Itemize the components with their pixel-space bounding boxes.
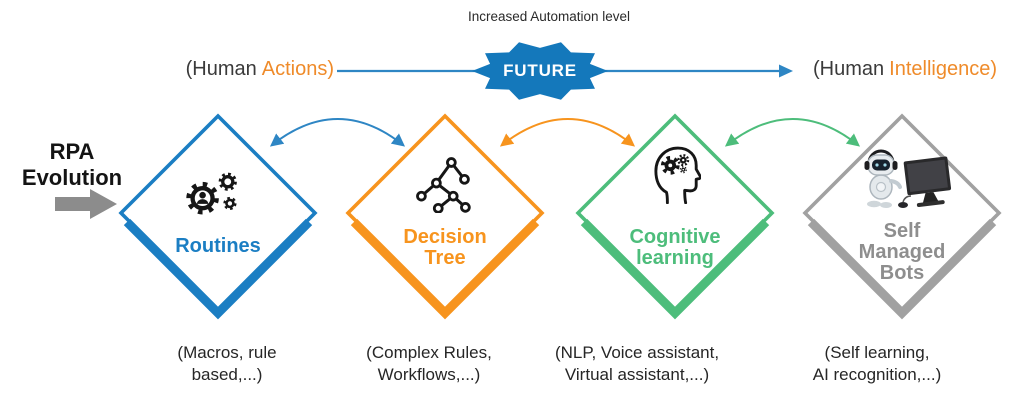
decision-tree-diamond xyxy=(345,113,545,320)
stage-label: Self Managed Bots xyxy=(802,221,1002,284)
head-gears-icon xyxy=(653,144,702,205)
human-intelligence-orange-text: Intelligence) xyxy=(889,58,997,80)
future-badge: FUTURE xyxy=(472,39,608,103)
diamond-shadow-edge xyxy=(580,218,770,320)
human-actions-black-text: (Human xyxy=(185,58,257,80)
robot-computer-icon xyxy=(856,149,960,209)
stage-caption-self-managed: (Self learning, AI recognition,...) xyxy=(747,342,1007,386)
stage-label-line: Cognitive xyxy=(629,226,721,248)
stage-caption-routines: (Macros, rule based,...) xyxy=(97,342,357,386)
caption-line: Virtual assistant,...) xyxy=(564,365,710,385)
caption-line: (Self learning, xyxy=(824,343,930,362)
automation-axis-arrowhead xyxy=(779,64,793,78)
stage-self-managed-bots: Self Managed Bots xyxy=(796,109,1008,321)
rpa-evolution-line1: RPA xyxy=(49,139,95,164)
user-gears-icon xyxy=(180,165,246,221)
human-intelligence-black-text: (Human xyxy=(813,58,885,80)
stage-label: Decision Tree xyxy=(345,227,545,269)
automation-level-label: Increased Automation level xyxy=(467,9,631,24)
stage-caption-decision-tree: (Complex Rules, Workflows,...) xyxy=(299,342,559,386)
stage-label-line: Managed xyxy=(858,241,946,263)
stage-decision-tree: Decision Tree xyxy=(339,109,551,321)
caption-line: (Complex Rules, xyxy=(366,343,492,362)
diamond-shadow-edge xyxy=(807,218,997,320)
caption-line: Workflows,...) xyxy=(377,365,481,385)
caption-line: (NLP, Voice assistant, xyxy=(554,343,720,362)
diamond-shadow-edge xyxy=(123,218,313,320)
caption-line: based,...) xyxy=(191,365,263,385)
stage-label-line: Tree xyxy=(424,247,466,269)
cognitive-diamond xyxy=(575,113,775,320)
stage-label-line: Decision xyxy=(403,226,487,248)
stage-label-line: Bots xyxy=(879,262,925,284)
stage-label: Routines xyxy=(118,236,318,257)
stage-label-line: Routines xyxy=(175,235,261,257)
future-badge-star xyxy=(472,42,608,100)
routines-diamond xyxy=(118,113,318,320)
rpa-evolution-line2: Evolution xyxy=(21,164,123,190)
stage-routines: Routines xyxy=(112,109,324,321)
stage-cognitive-learning: Cognitive learning xyxy=(569,109,781,321)
rpa-evolution-arrow xyxy=(55,189,117,219)
rpa-evolution-label: RPA Evolution xyxy=(14,139,130,191)
caption-line: AI recognition,...) xyxy=(812,365,942,385)
human-actions-orange-text: Actions) xyxy=(261,58,334,80)
stage-label: Cognitive learning xyxy=(575,227,775,269)
stage-caption-cognitive: (NLP, Voice assistant, Virtual assistant… xyxy=(507,342,767,386)
self-managed-diamond xyxy=(802,113,1002,320)
stage-label-line: learning xyxy=(636,247,714,269)
caption-line: (Macros, rule xyxy=(177,343,277,362)
future-badge-label: FUTURE xyxy=(503,61,577,80)
stage-label-line: Self xyxy=(883,220,921,242)
diamond-shadow-edge xyxy=(350,218,540,320)
decision-tree-icon xyxy=(413,155,471,214)
